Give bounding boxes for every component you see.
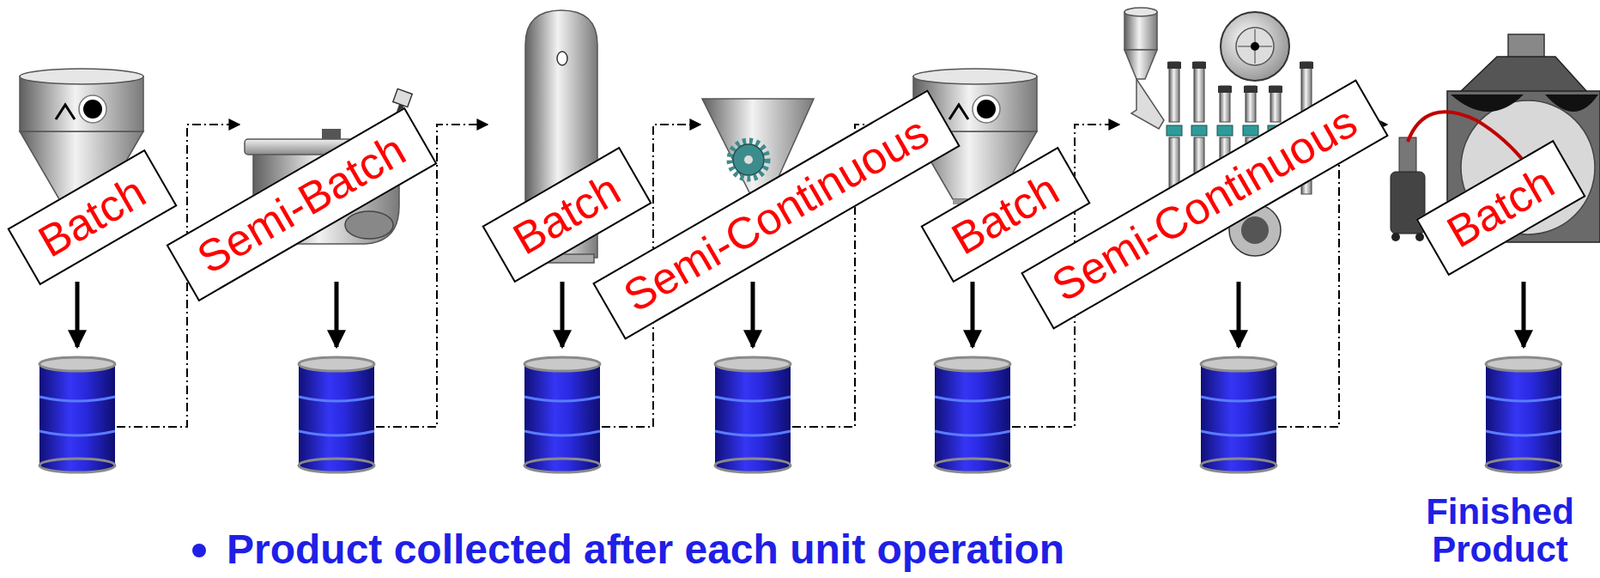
discharge-arrows [970,281,976,347]
tablet-press [1131,78,1164,129]
tablet-press [1268,85,1283,93]
mill [744,155,753,164]
mode-label-box: Batch [6,149,177,285]
collection-drums [1485,357,1562,473]
collection-drums [715,357,791,473]
tablet-press [1166,125,1182,136]
pan-coater [1415,232,1425,242]
tablet-press [1299,61,1314,69]
pan-coater [1399,137,1417,174]
tablet-press [1124,7,1158,17]
mill [733,144,764,176]
tablet-press [1220,12,1290,81]
output-label: Finished Product [1407,492,1593,569]
discharge-arrows [751,281,756,347]
pan-coater [1508,34,1545,59]
tablet-press [1167,61,1182,69]
collection-drums [1200,357,1277,473]
discharge-arrows [1236,281,1242,347]
discharge-arrows [560,281,565,347]
tablet-press [1243,85,1258,93]
tablet-press [1241,216,1269,244]
fluid-bed-dryer [557,51,568,66]
mode-label-box: Batch [1415,139,1586,276]
tablet-press [1237,29,1273,64]
tablet-press [1236,27,1274,66]
mode-label: Semi-Continuous [614,106,937,322]
collection-drums [524,357,600,473]
tablet-press [1191,125,1207,136]
mill [729,140,768,179]
mode-label: Batch [503,163,629,266]
mode-label-box: Semi-Continuous [592,89,961,340]
pan-coater [1391,232,1400,242]
mode-label-box: Semi-Batch [165,107,437,302]
pan-coater [1450,94,1524,112]
bullet-dot [192,543,207,558]
collection-drums [39,357,1562,473]
bullet-note: Product collected after each unit operat… [226,527,1065,573]
collection-drums [39,357,116,473]
mode-label: Batch [1437,157,1563,259]
discharge-arrows [75,281,80,347]
discharge-arrows [334,281,340,347]
collection-drums [934,357,1011,473]
discharge-arrows [77,281,1524,347]
mode-label-box: Batch [481,146,652,283]
tablet-press [1193,61,1205,122]
discharge-arrows [1521,281,1527,347]
mode-label: Semi-Batch [188,124,415,285]
pan-coater [1545,94,1599,112]
tablet-press [1192,61,1207,69]
tablet-press [1169,61,1180,122]
granulator [393,88,413,107]
tablet-press [1217,125,1233,136]
tablet-press [1124,12,1158,50]
collection-drums [298,357,375,473]
tablet-press [1250,42,1260,51]
mode-label: Batch [29,166,154,268]
granulator [321,128,341,140]
tablet-press [1124,49,1158,79]
mode-label: Batch [942,163,1067,266]
tablet-press [1218,85,1232,93]
tablet-press [1242,125,1259,136]
granulator [345,211,394,239]
pan-coater [1459,56,1588,93]
mode-label: Semi-Continuous [1042,96,1365,312]
